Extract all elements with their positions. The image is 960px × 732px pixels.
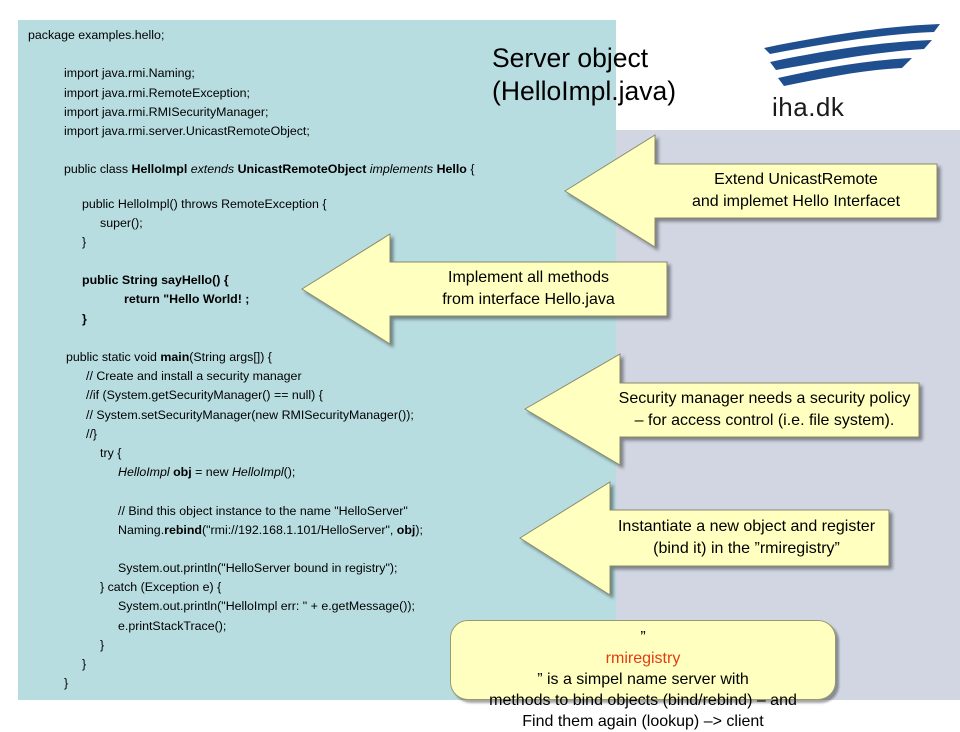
code-token: Hello <box>436 162 467 177</box>
code-listing: package examples.hello; import java.rmi.N… <box>28 26 474 693</box>
code-token: ("rmi://192.168.1.101/HelloServer", <box>202 522 397 537</box>
code-token: obj <box>169 465 192 480</box>
code-line: public String sayHello() { <box>82 273 229 288</box>
note-line: Find them again (lookup) –> client <box>522 713 764 730</box>
callout-text: from interface Hello.java <box>442 291 615 308</box>
code-line-obj: HelloImpl obj = new HelloImpl(); <box>28 463 474 482</box>
code-line: System.out.println("HelloImpl err: " + e… <box>118 599 415 614</box>
code-line: System.out.println("HelloServer bound in… <box>118 561 398 576</box>
title-line: (HelloImpl.java) <box>492 76 677 106</box>
code-line: // Bind this object instance to the name… <box>118 503 408 518</box>
code-token: HelloImpl <box>118 465 170 480</box>
note-highlight: rmiregistry <box>605 650 681 667</box>
code-token: (String args[]) { <box>189 350 272 364</box>
callout-arrow-implement <box>301 233 668 345</box>
rmiregistry-note: ” rmiregistry ” is a simpel name server wi… <box>450 620 836 730</box>
code-panel <box>18 20 616 700</box>
callout-implement: Implement all methods from interface Hel… <box>390 267 667 311</box>
callout-extend: Extend UnicastRemote and implemet Hello … <box>655 169 937 213</box>
callout-arrow-instantiate <box>519 481 890 596</box>
code-line: // Create and install a security manager <box>86 369 302 384</box>
callout-text: – for access control (i.e. file system). <box>634 412 895 429</box>
note-quote: ” <box>640 629 646 646</box>
code-token: implements <box>366 162 437 177</box>
code-line: // System.setSecurityManager(new RMISecu… <box>86 407 414 422</box>
iha-logo <box>764 24 940 86</box>
logo-swoosh <box>778 58 912 86</box>
callout-text: (bind it) in the ”rmiregistry” <box>653 540 840 557</box>
code-token: UnicastRemoteObject <box>237 162 367 177</box>
code-line: //if (System.getSecurityManager() == nul… <box>86 388 323 403</box>
callout-text: Extend UnicastRemote <box>714 171 878 188</box>
callout-text: Instantiate a new object and register <box>617 518 876 535</box>
code-line: } <box>100 637 105 652</box>
code-token: public class <box>64 162 132 177</box>
callout-arrow-security <box>524 353 920 466</box>
code-token: (); <box>283 465 296 480</box>
code-line: } catch (Exception e) { <box>100 580 222 595</box>
code-line: import java.rmi.Naming; <box>64 66 195 81</box>
slide-title: Server object (HelloImpl.java) <box>492 42 676 108</box>
note-line: ” rmiregistry ” is a simpel name server wi… <box>451 627 835 690</box>
code-line: import java.rmi.RemoteException; <box>64 85 250 100</box>
code-token: { <box>466 162 475 177</box>
code-line: try { <box>100 445 122 460</box>
code-line: } <box>82 657 87 671</box>
code-token: obj <box>396 522 416 537</box>
code-token: ); <box>415 522 423 537</box>
code-token: extends <box>187 162 238 177</box>
callout-text: and implemet Hello Interfacet <box>691 193 901 210</box>
code-line: public HelloImpl() throws RemoteExceptio… <box>82 196 327 211</box>
code-line: } <box>82 311 87 326</box>
code-line: } <box>64 676 69 691</box>
callout-instantiate: Instantiate a new object and register (b… <box>604 516 889 560</box>
code-line: //} <box>86 426 98 441</box>
code-line-rebind: Naming.rebind("rmi://192.168.1.101/Hello… <box>28 521 474 540</box>
code-line: return "Hello World! ; <box>124 292 250 307</box>
code-line: } <box>82 234 87 249</box>
code-line-main: public static void main(String args[]) { <box>28 348 474 367</box>
code-token: main <box>160 350 190 364</box>
code-line: package examples.hello; <box>28 28 165 42</box>
code-token: HelloImpl <box>131 162 188 177</box>
code-line: import java.rmi.RMISecurityManager; <box>64 104 269 119</box>
code-line: super(); <box>100 215 143 230</box>
note-line: methods to bind objects (bind/rebind) – … <box>489 692 797 709</box>
code-line: import java.rmi.server.UnicastRemoteObje… <box>64 123 310 138</box>
logo-swoosh <box>770 40 932 70</box>
callout-text: Security manager needs a security policy <box>618 390 911 407</box>
logo-text: iha.dk <box>772 92 845 122</box>
code-token: HelloImpl <box>231 465 284 480</box>
code-token: rebind <box>164 522 203 537</box>
code-line: e.printStackTrace(); <box>118 618 227 633</box>
code-token: public static void <box>66 350 161 364</box>
note-text: ” is a simpel name server with <box>537 671 749 688</box>
callout-text: Implement all methods <box>448 269 609 286</box>
callout-security: Security manager needs a security policy… <box>610 388 919 432</box>
callout-arrow-extend <box>564 134 938 248</box>
code-token: = new <box>191 465 232 480</box>
code-token: Naming. <box>118 522 165 537</box>
logo-swoosh <box>764 24 940 54</box>
code-line-class: public class HelloImpl extends UnicastRe… <box>28 160 474 179</box>
title-line: Server object <box>492 43 649 73</box>
